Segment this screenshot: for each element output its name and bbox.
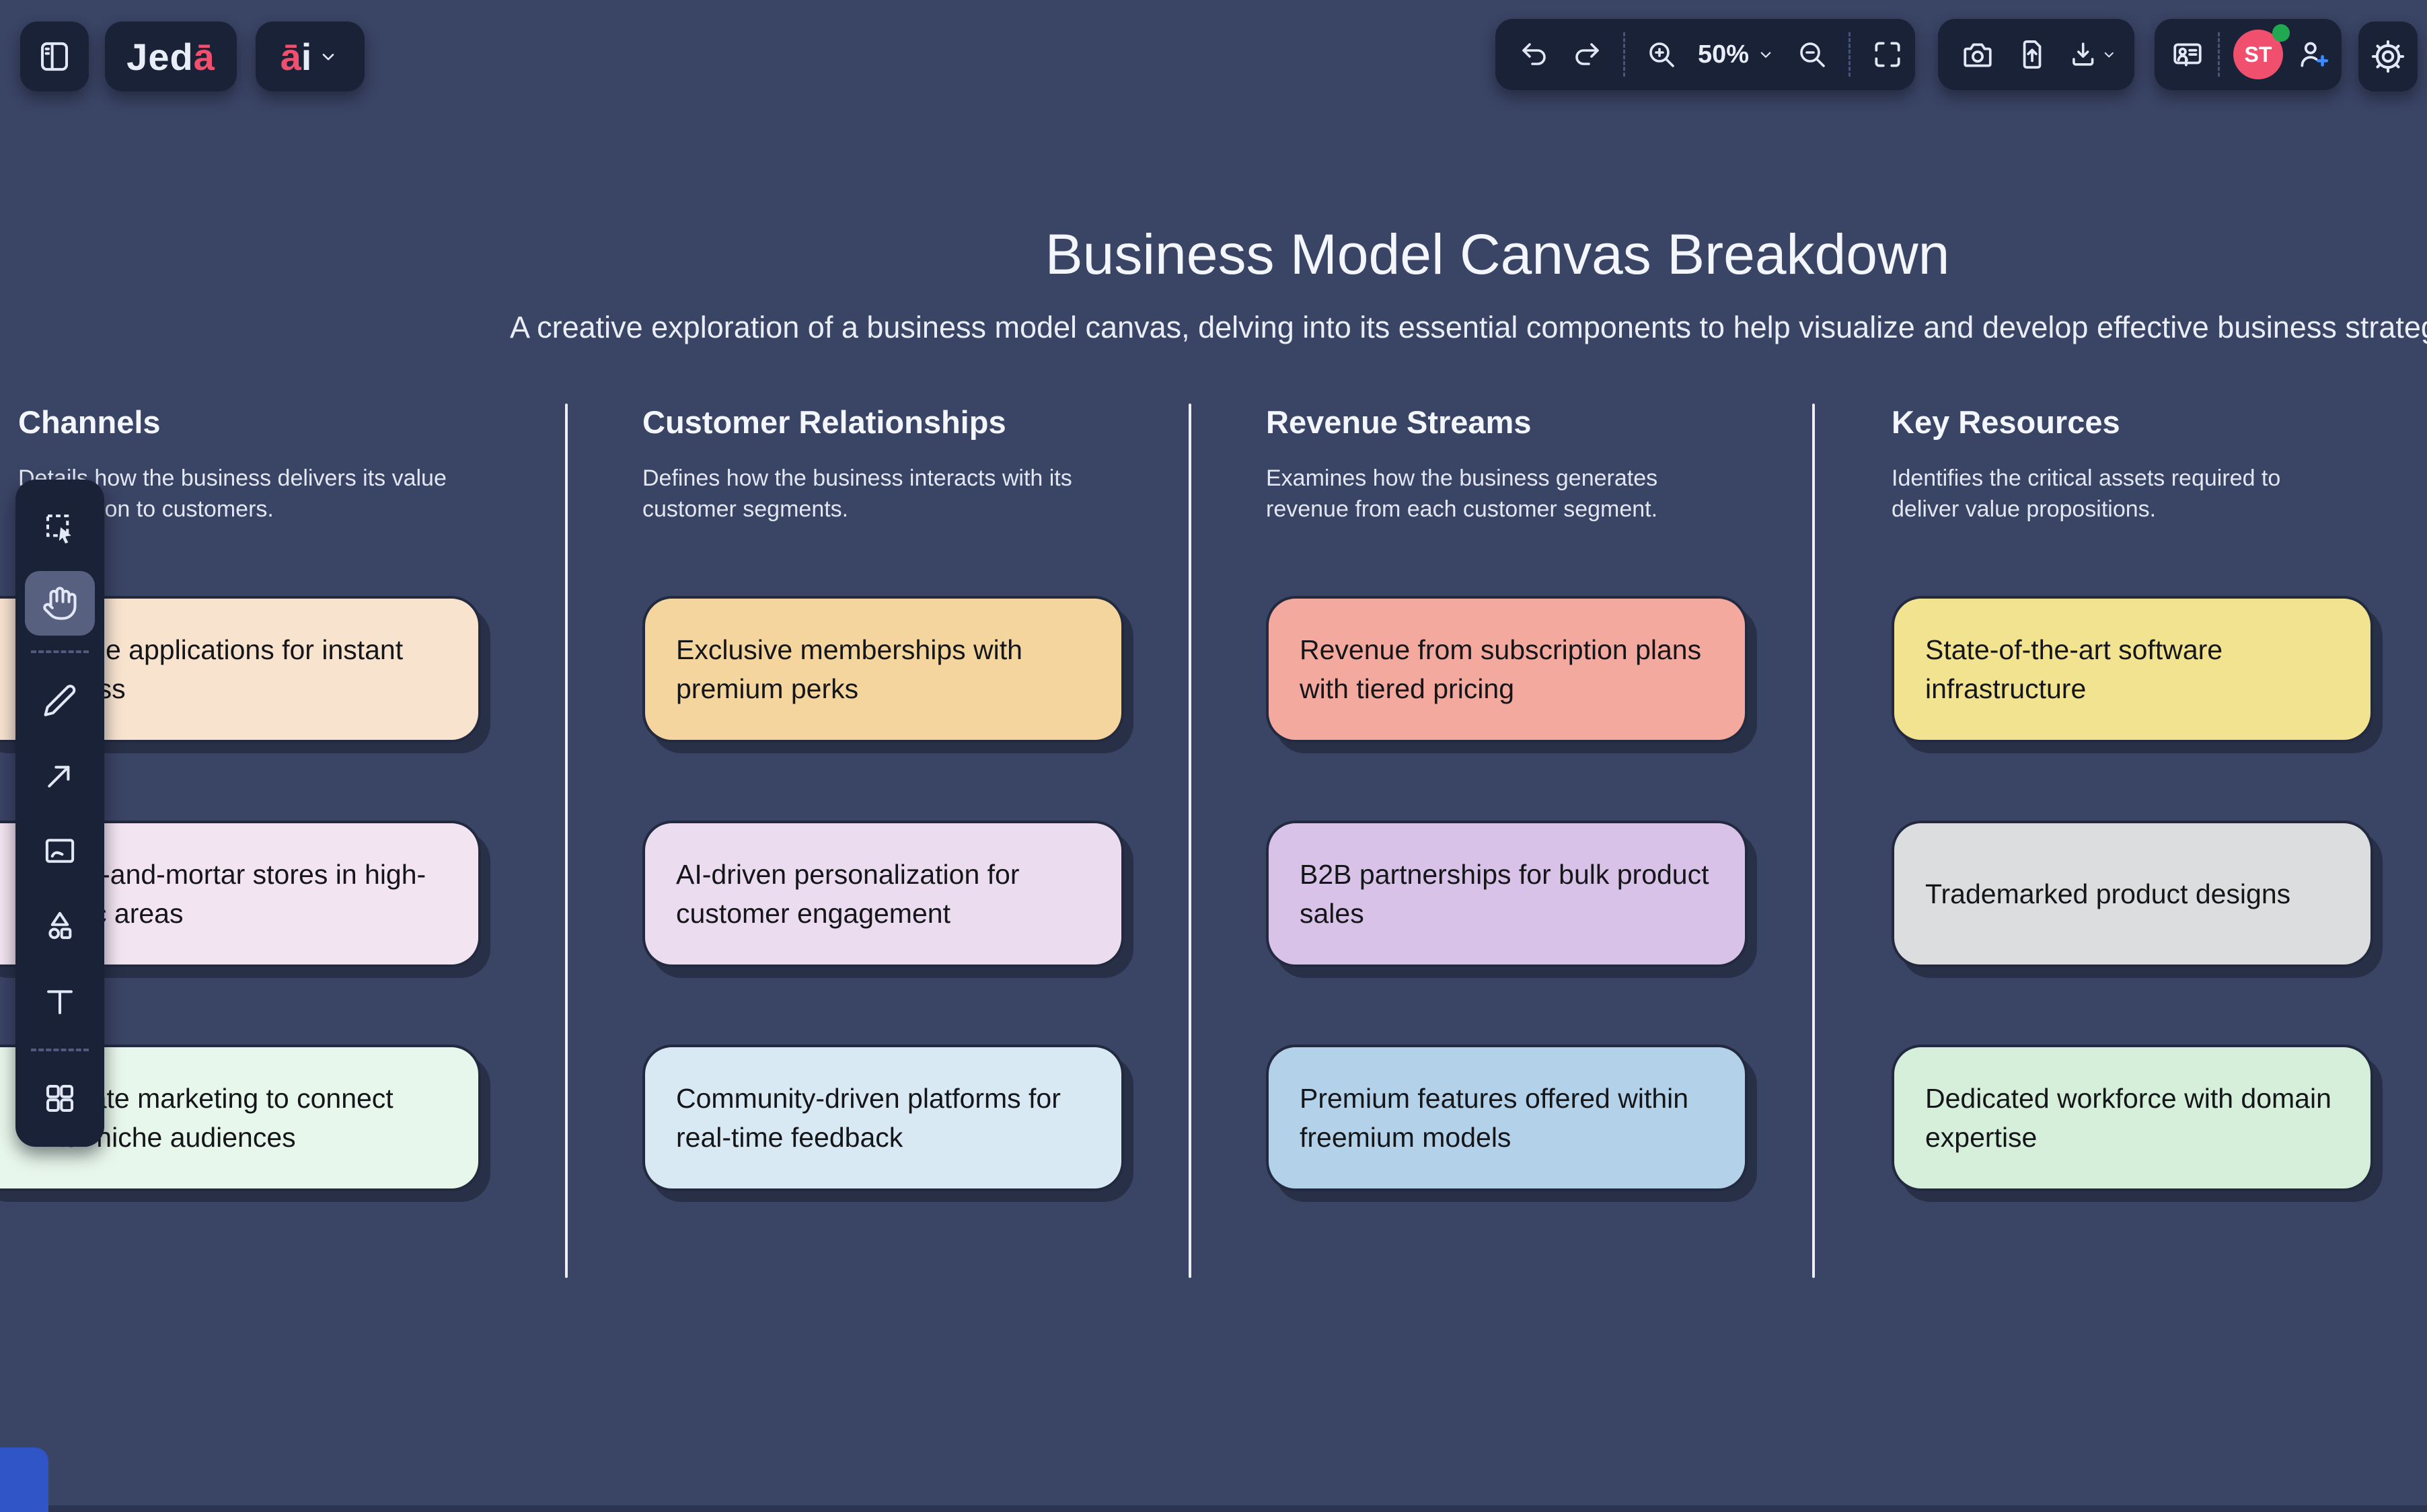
download-icon [2073, 42, 2094, 66]
canvas-title-block: Business Model Canvas Breakdown A creati… [510, 222, 2427, 345]
column-header: Customer Relationships [642, 404, 1006, 440]
camera-icon [1964, 43, 1992, 67]
text-icon [47, 990, 73, 1014]
column-divider [1189, 404, 1191, 1278]
toolbar-divider [1623, 32, 1625, 77]
invite-person-add-icon [2301, 42, 2329, 67]
card-text: State-of-the-art software infrastructure [1925, 634, 2223, 704]
chevron-down-icon [317, 45, 340, 68]
tool-rail-divider [31, 1049, 89, 1051]
column-description: Examines how the business generates reve… [1266, 465, 1658, 522]
fullscreen-icon [1875, 42, 1900, 67]
canvas-card[interactable]: Dedicated workforce with domain expertis… [1892, 1045, 2373, 1191]
arrow-icon [48, 765, 70, 788]
pencil-icon [44, 685, 76, 716]
zoom-in-button[interactable] [1645, 38, 1678, 71]
column-divider [1812, 404, 1815, 1278]
column-header: Channels [18, 404, 161, 440]
redo-button[interactable] [1571, 38, 1603, 71]
redo-icon [1575, 43, 1599, 65]
ai-menu-label: āi [280, 35, 312, 78]
column-key-resources: Key Resources Identifies the critical as… [1892, 404, 2373, 1191]
undo-button[interactable] [1518, 38, 1551, 71]
card-text: Community-driven platforms for real-time… [676, 1082, 1061, 1153]
toolbar-divider [2218, 32, 2220, 77]
card-text: Trademarked product designs [1925, 878, 2291, 909]
select-tool-button[interactable] [25, 496, 95, 560]
settings-button[interactable] [2358, 22, 2418, 91]
pencil-tool-button[interactable] [25, 668, 95, 732]
template-tool-button[interactable] [25, 1066, 95, 1131]
page-subtitle: A creative exploration of a business mod… [510, 310, 2427, 344]
bottom-edge-strip [0, 1505, 2427, 1512]
tool-rail-divider [31, 650, 89, 653]
settings-gear-icon [2371, 40, 2405, 73]
corner-widget[interactable] [0, 1447, 48, 1512]
card-text: Exclusive memberships with premium perks [676, 634, 1022, 704]
upload-button[interactable] [2015, 38, 2048, 71]
column-customer-relationships: Customer Relationships Defines how the b… [642, 404, 1124, 1191]
card-text: B2B partnerships for bulk product sales [1300, 858, 1709, 929]
column-revenue-streams: Revenue Streams Examines how the busines… [1266, 404, 1748, 1191]
fullscreen-button[interactable] [1871, 38, 1904, 71]
card-text: AI-driven personalization for customer e… [676, 858, 1020, 929]
canvas-card[interactable]: Revenue from subscription plans with tie… [1266, 596, 1748, 743]
presentation-card-icon [2173, 43, 2202, 67]
canvas-card[interactable]: AI-driven personalization for customer e… [642, 821, 1124, 967]
zoom-level-value: 50% [1698, 40, 1750, 69]
canvas-card[interactable]: Premium features offered within freemium… [1266, 1045, 1748, 1191]
upload-icon [2023, 40, 2042, 69]
camera-button[interactable] [1961, 38, 1994, 71]
sidebar-toggle-button[interactable] [20, 22, 89, 91]
zoom-out-icon [1800, 42, 1825, 67]
hand-tool-button[interactable] [25, 571, 95, 636]
zoom-out-button[interactable] [1796, 38, 1828, 71]
select-icon [46, 514, 71, 544]
card-text: Dedicated workforce with domain expertis… [1925, 1082, 2331, 1153]
column-description: Defines how the business interacts with … [642, 465, 1072, 522]
shapes-icon [48, 911, 72, 940]
shapes-tool-button[interactable] [25, 894, 95, 958]
canvas-card[interactable]: Trademarked product designs [1892, 821, 2373, 967]
canvas-card[interactable]: B2B partnerships for bulk product sales [1266, 821, 1748, 967]
card-text: Revenue from subscription plans with tie… [1300, 634, 1702, 704]
tool-rail [15, 480, 104, 1147]
image-icon [45, 839, 75, 863]
presentation-button[interactable] [2171, 38, 2204, 71]
page-title: Business Model Canvas Breakdown [1045, 223, 1950, 286]
column-header: Revenue Streams [1266, 404, 1532, 440]
avatar-initials: ST [2244, 42, 2272, 67]
toolbar-divider [1849, 32, 1851, 77]
zoom-level-dropdown[interactable]: 50% [1698, 40, 1776, 69]
zoom-in-icon [1649, 42, 1674, 67]
user-avatar[interactable]: ST [2233, 24, 2290, 79]
capture-export-toolbar [1938, 19, 2134, 90]
history-zoom-toolbar: 50% [1495, 19, 1915, 90]
jeda-logo: Jedā [126, 35, 215, 78]
canvas-card[interactable]: State-of-the-art software infrastructure [1892, 596, 2373, 743]
column-description: Identifies the critical assets required … [1892, 465, 2281, 522]
presence-indicator [2272, 24, 2290, 42]
chevron-down-icon [1760, 52, 1771, 58]
ai-menu-button[interactable]: āi [256, 22, 365, 91]
undo-icon [1522, 43, 1546, 65]
collaboration-toolbar: ST [2155, 19, 2342, 90]
invite-button[interactable] [2297, 38, 2330, 71]
jeda-logo-button[interactable]: Jedā [105, 22, 237, 91]
template-grid-icon [46, 1084, 74, 1112]
sidebar-toggle-icon [36, 38, 73, 75]
arrow-tool-button[interactable] [25, 743, 95, 808]
download-menu-button[interactable] [2068, 38, 2118, 71]
image-tool-button[interactable] [25, 819, 95, 883]
canvas-card[interactable]: Exclusive memberships with premium perks [642, 596, 1124, 743]
hand-icon [43, 587, 77, 620]
text-tool-button[interactable] [25, 969, 95, 1034]
canvas-card[interactable]: Community-driven platforms for real-time… [642, 1045, 1124, 1191]
card-text: Premium features offered within freemium… [1300, 1082, 1689, 1153]
column-description: Details how the business delivers its va… [18, 465, 447, 522]
chevron-down-icon [2105, 52, 2114, 58]
column-divider [565, 404, 568, 1278]
column-header: Key Resources [1892, 404, 2120, 440]
